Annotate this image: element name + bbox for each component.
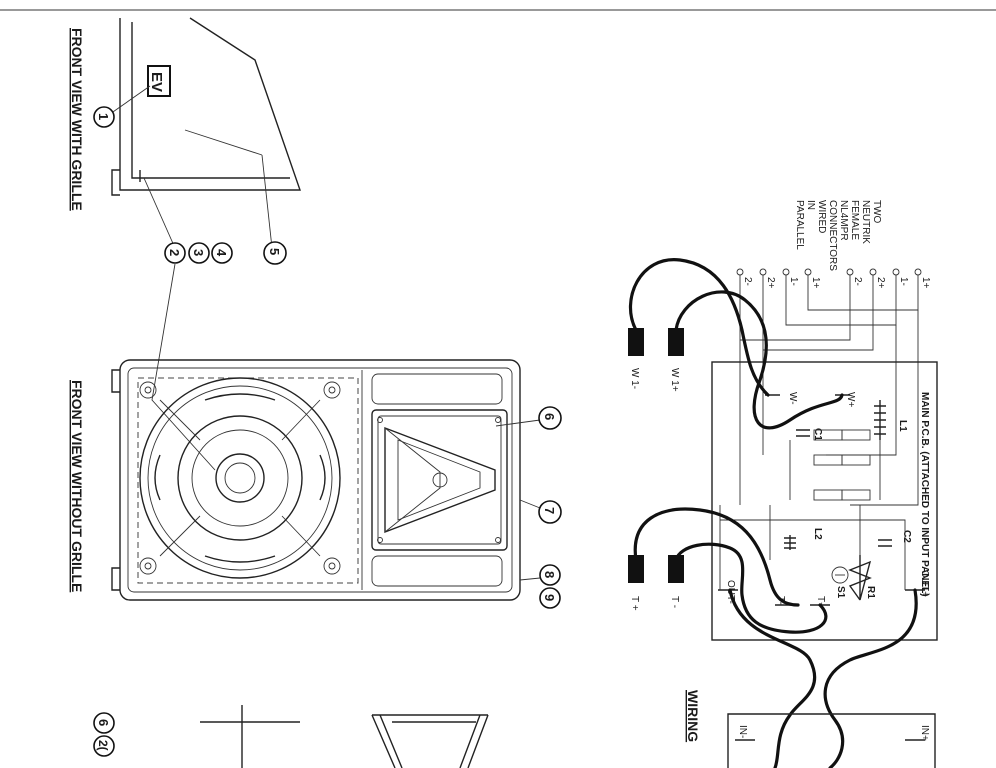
callout-4-label: 4 [214, 249, 229, 257]
pin-5: 2- [846, 268, 863, 286]
ev-logo: EV [147, 65, 171, 97]
pcb-r1: R1 [865, 586, 876, 599]
plug-t-minus-label: T - [669, 596, 680, 608]
pin-6-label: 2+ [875, 277, 886, 289]
pin-4: 1+ [804, 268, 821, 289]
input-in-minus: IN- [737, 725, 748, 738]
plug-w1-plus-label: W 1+ [669, 368, 680, 392]
plug-w1-minus: W 1- [628, 328, 644, 389]
callout-7-label: 7 [542, 507, 557, 514]
main-pcb: MAIN P.C.B. (ATTACHED TO INPUT PANEL) W-… [711, 361, 938, 641]
pcb-w-plus: W+ [845, 392, 856, 407]
pin-2: 2+ [759, 268, 776, 289]
plug-t-minus: T - [668, 555, 684, 608]
note-line-3: FEMALE [849, 200, 860, 240]
callout-group-2-3-4: 2 3 4 [143, 177, 233, 471]
parallel-wiring [739, 275, 919, 506]
title-front-without-grille: FRONT VIEW WITHOUT GRILLE [69, 380, 85, 592]
pcb-s1: S1 [835, 586, 846, 599]
pin-7: 1- [892, 268, 909, 286]
callout-7: 7 [519, 499, 562, 524]
logo-text: EV [148, 72, 165, 92]
pin-8-label: 1+ [920, 277, 931, 289]
connector-pins: 2- 2+ 1- 1+ 2- 2+ 1- 1+ [736, 268, 931, 289]
pin-1: 2- [736, 268, 753, 286]
pcb-l2: L2 [812, 528, 823, 540]
callout-6-label: 6 [542, 413, 557, 420]
pcb-w-minus: W- [787, 392, 798, 405]
note-line-6: WIRED [816, 200, 827, 233]
input-board: IN- IN+ [727, 713, 936, 768]
note-line-7: IN [805, 200, 816, 210]
note-line-5: CONNECTORS [827, 200, 838, 271]
plug-t-plus: T + [628, 555, 644, 611]
grille-view [111, 17, 301, 196]
pcb-l1: L1 [897, 420, 908, 432]
callout-5-label: 5 [267, 248, 282, 255]
note-line-8: PARALLEL [794, 200, 805, 250]
pcb-title: MAIN P.C.B. (ATTACHED TO INPUT PANEL) [919, 392, 930, 597]
plug-w1-plus: W 1+ [668, 328, 684, 392]
title-wiring: WIRING [685, 690, 701, 742]
callout-6: 6 [495, 406, 562, 430]
callout-1-label: 1 [96, 113, 111, 120]
plug-w1-minus-label: W 1- [629, 368, 640, 389]
woofer [139, 377, 341, 579]
cables [628, 258, 918, 768]
pin-2-label: 2+ [765, 277, 776, 289]
callout-6b-label: 6 [96, 719, 111, 726]
callout-9-label: 9 [542, 594, 557, 601]
note-line-2: NEUTRIK [860, 200, 871, 244]
callout-3-label: 3 [191, 249, 206, 256]
speaker-cabinet [111, 359, 521, 601]
callout-8-9: 8 9 [519, 564, 561, 609]
partial-detail: 6 2( [93, 705, 489, 768]
callout-partial-label: 2( [96, 740, 110, 751]
pin-6: 2+ [869, 268, 886, 289]
callout-8-label: 8 [542, 571, 557, 578]
note-line-4: NL4MPR [838, 200, 849, 241]
pin-7-label: 1- [898, 277, 909, 286]
plug-t-plus-label: T + [629, 596, 640, 611]
pcb-c2: C2 [901, 530, 912, 543]
pin-5-label: 2- [852, 277, 863, 286]
pcb-out-plus: OUT+ [919, 570, 930, 597]
note-line-1: TWO [871, 200, 882, 224]
pcb-t-plus: T+ [815, 596, 826, 608]
callout-1: 1 [93, 85, 151, 128]
pin-3-label: 1- [788, 277, 799, 286]
callout-2-label: 2 [167, 249, 182, 256]
pin-1-label: 2- [742, 277, 753, 286]
input-in-plus: IN+ [919, 725, 930, 741]
pin-4-label: 1+ [810, 277, 821, 289]
pin-3: 1- [782, 268, 799, 286]
horn [371, 409, 508, 551]
pin-8: 1+ [914, 268, 931, 289]
connector-note: TWO NEUTRIK FEMALE NL4MPR CONNECTORS WIR… [794, 200, 882, 271]
pcb-c1: C1 [812, 428, 823, 441]
callout-5: 5 [261, 154, 287, 265]
title-front-with-grille: FRONT VIEW WITH GRILLE [69, 28, 85, 211]
